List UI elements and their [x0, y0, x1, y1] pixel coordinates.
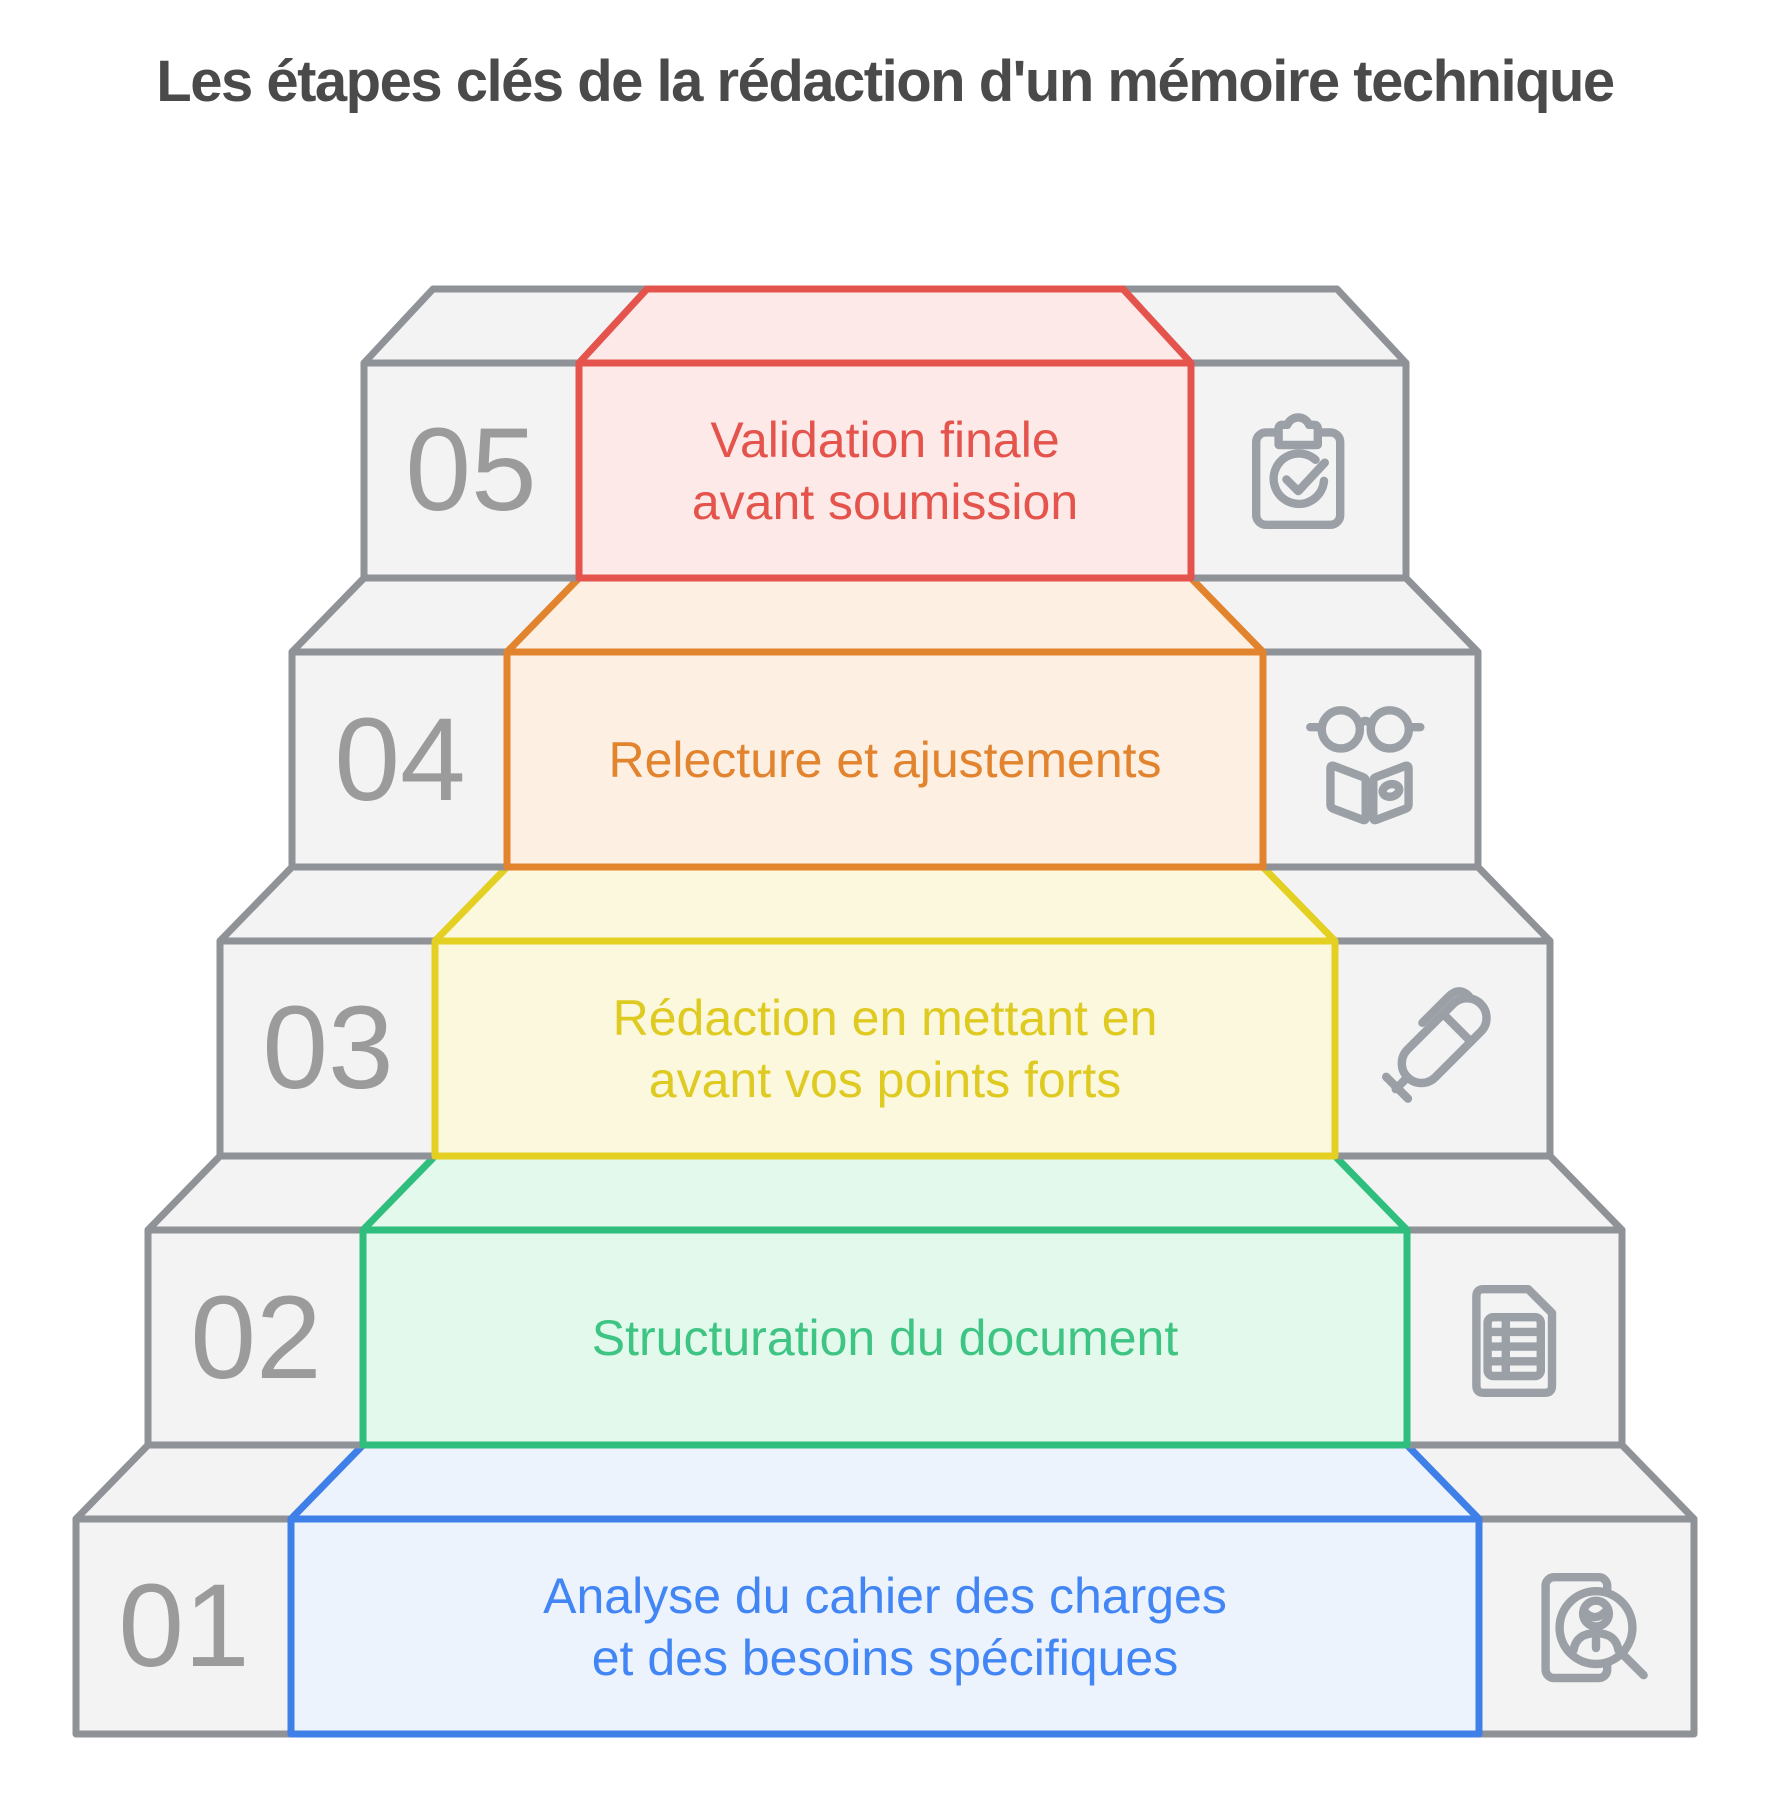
clipboard-check-icon [1251, 413, 1345, 529]
step-03-number: 03 [262, 982, 394, 1114]
step-02-label: Structuration du document [383, 1230, 1387, 1445]
step-02-colored-front-face [359, 1226, 1411, 1449]
step-03-colored-top-face [431, 863, 1339, 945]
step-03-block [216, 863, 1554, 1160]
step-01-label: Analyse du cahier des charges et des bes… [311, 1519, 1459, 1734]
step-05-block [360, 285, 1410, 582]
step-01-colored-front-face [287, 1515, 1483, 1738]
step-04-label: Relecture et ajustements [527, 652, 1243, 867]
step-05-colored-front-face [575, 359, 1195, 582]
glasses-book-icon [1306, 706, 1425, 825]
step-03-colored-front-face [431, 937, 1339, 1160]
step-01-colored-top-face [287, 1441, 1483, 1523]
step-02-colored-top-face [359, 1152, 1411, 1234]
step-05-label-line-1: Validation finale [710, 411, 1060, 468]
step-02-label-line-1: Structuration du document [591, 1309, 1179, 1366]
step-01-label-line-1: Analyse du cahier des charges [543, 1567, 1227, 1624]
step-04-label-line-1: Relecture et ajustements [608, 731, 1162, 788]
pen-icon [1381, 987, 1491, 1103]
step-02-block [144, 1152, 1626, 1449]
step-05-colored-top-face [575, 285, 1195, 367]
step-04-block [288, 574, 1482, 871]
step-04-colored-front-face [503, 648, 1267, 871]
step-03-label-line-2: avant vos points forts [648, 1051, 1122, 1108]
step-01-label-line-2: et des besoins spécifiques [591, 1629, 1179, 1686]
step-04-colored-top-face [503, 574, 1267, 656]
step-03-label: Rédaction en mettant en avant vos points… [455, 941, 1315, 1156]
step-03-label-line-1: Rédaction en mettant en [612, 989, 1158, 1046]
step-05-label-line-2: avant soumission [691, 473, 1079, 530]
document-table-icon [1472, 1284, 1557, 1397]
step-01-number: 01 [118, 1560, 250, 1692]
step-05-number: 05 [405, 404, 537, 536]
step-02-number: 02 [190, 1272, 322, 1404]
page-title: Les étapes clés de la rédaction d'un mém… [156, 49, 1615, 114]
step-05-label: Validation finale avant soumission [599, 363, 1171, 578]
step-04-number: 04 [334, 694, 466, 826]
person-search-document-icon [1541, 1572, 1648, 1683]
